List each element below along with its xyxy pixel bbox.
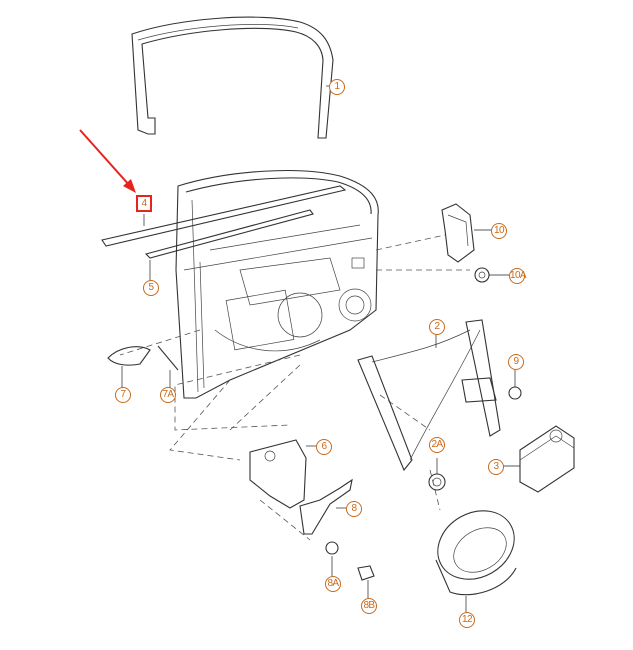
callout-5[interactable]: 5: [143, 280, 159, 296]
part-10-bracket: [441, 203, 492, 263]
part-10a-nut: [474, 267, 510, 283]
part-3-window-motor: [502, 425, 575, 493]
callout-7a[interactable]: 7A: [160, 387, 176, 403]
callout-9[interactable]: 9: [508, 354, 524, 370]
part-9-grommet: [508, 370, 522, 400]
part-7-handle-bracket: [107, 346, 151, 388]
callout-4[interactable]: 4: [136, 195, 152, 212]
part-8b-bolt: [357, 565, 375, 598]
part-7a-screw: [157, 345, 179, 388]
callout-3[interactable]: 3: [488, 459, 504, 475]
assembly-lines: [119, 234, 470, 541]
callout-2[interactable]: 2: [429, 319, 445, 335]
callout-12[interactable]: 12: [459, 612, 475, 628]
callout-8b[interactable]: 8B: [361, 598, 377, 614]
callout-2a[interactable]: 2A: [429, 437, 445, 453]
part-1-frame-seal: [131, 16, 334, 139]
callout-6[interactable]: 6: [316, 439, 332, 455]
callout-1[interactable]: 1: [329, 79, 345, 95]
callout-8[interactable]: 8: [346, 501, 362, 517]
callout-7[interactable]: 7: [115, 387, 131, 403]
part-2-window-regulator: [357, 319, 501, 472]
part-8-cable-guide: [299, 478, 353, 535]
pointer-arrow: [79, 129, 136, 193]
part-2a-nut: [428, 458, 446, 491]
part-6-cover-plate: [249, 439, 316, 509]
callout-10[interactable]: 10: [491, 223, 507, 239]
callout-10a[interactable]: 10A: [509, 268, 527, 284]
part-8a-clip: [325, 541, 339, 576]
part-4-outer-strip: [101, 185, 347, 247]
callout-8a[interactable]: 8A: [325, 576, 341, 592]
door-shell: [175, 170, 379, 399]
part-12-sound-insulation: [435, 510, 517, 612]
part-5-inner-strip: [144, 209, 314, 280]
